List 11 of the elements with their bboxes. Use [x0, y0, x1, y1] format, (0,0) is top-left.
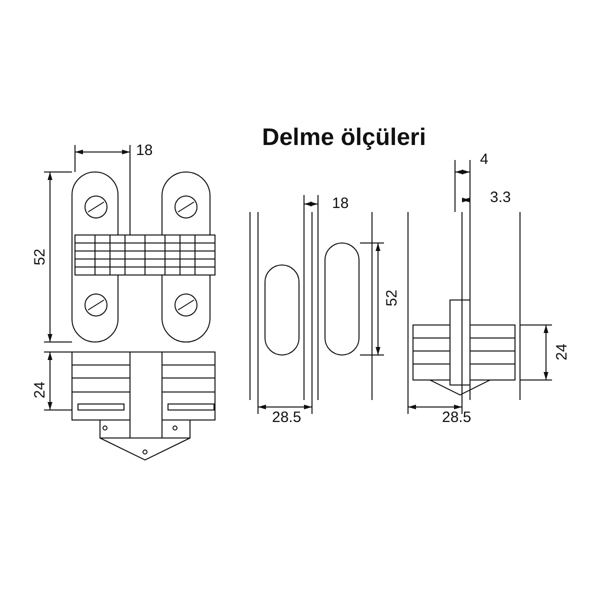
title: Delme ölçüleri — [262, 124, 426, 152]
dimension-label: 24 — [554, 344, 570, 360]
dimension-label: 18 — [332, 196, 349, 212]
dimension-label: 52 — [32, 248, 48, 266]
dimension-label: 3.3 — [490, 190, 511, 206]
dimension-label: 4 — [480, 152, 488, 168]
dimension-label: 52 — [384, 290, 400, 306]
dimension-label: 28.5 — [272, 410, 302, 426]
dimension-label: 28.5 — [442, 410, 472, 426]
dimension-label: 24 — [32, 382, 48, 398]
dimension-label: 18 — [136, 143, 153, 159]
